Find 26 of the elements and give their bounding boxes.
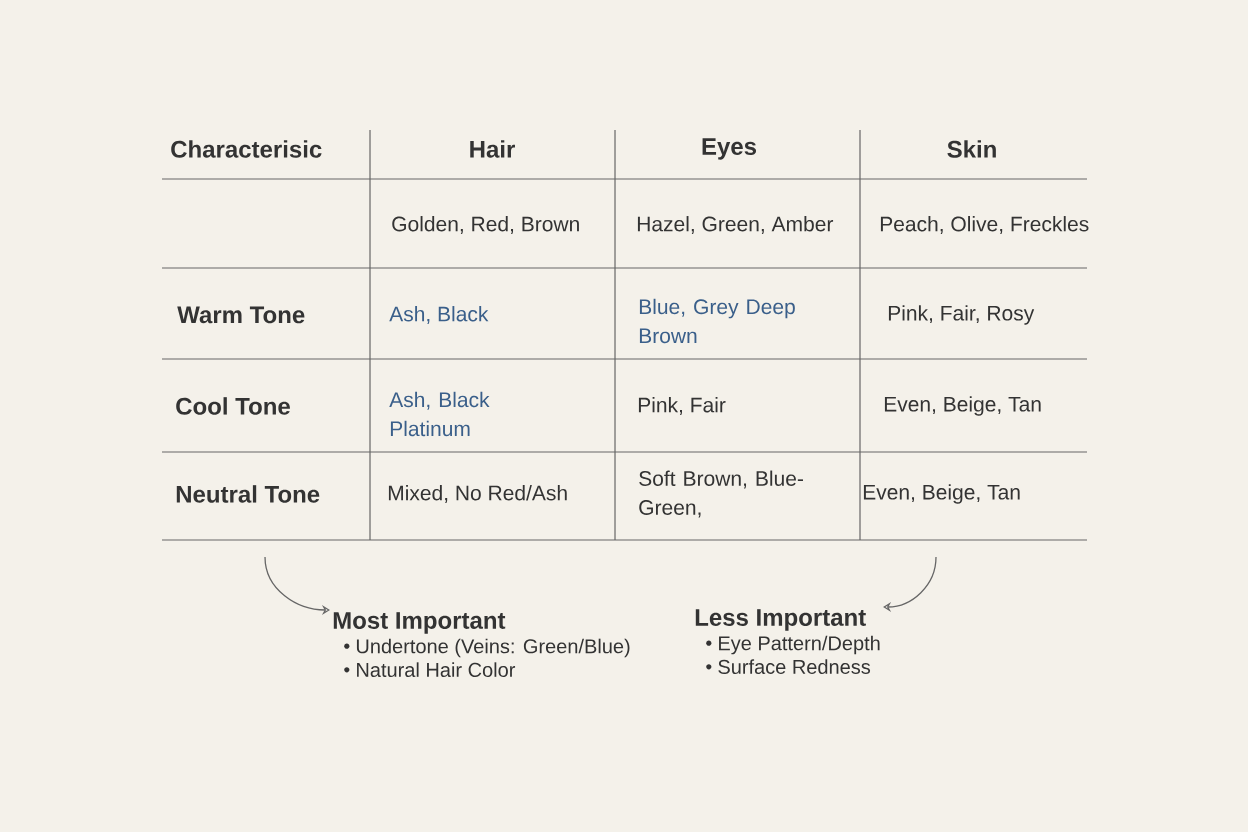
table-entry: Ash, Black xyxy=(389,306,489,324)
table-entry: Pink, Fair xyxy=(638,397,726,415)
bullet-item: Eye Pattern/Depth xyxy=(706,635,880,655)
column-header: Eyes xyxy=(702,138,757,160)
row-header: Cool Tone xyxy=(176,397,290,415)
note-heading: Less Important xyxy=(695,609,866,631)
bullet-item: Natural Hair Color xyxy=(344,662,516,677)
column-header: Skin xyxy=(947,140,996,158)
table-entry: Even, Beige, Tan xyxy=(884,396,1041,416)
column-header: Hair xyxy=(470,140,515,158)
row-header: Neutral Tone xyxy=(176,485,320,503)
table-entry: Blue, Grey Deep Brown xyxy=(639,298,795,344)
table-entry: Ash, Black Platinum xyxy=(389,391,490,437)
note-heading: Most Important xyxy=(333,612,506,634)
table-entry: Peach, Olive, Freckles xyxy=(880,216,1089,234)
table-entry: Mixed, No Red/Ash xyxy=(388,485,567,503)
row-header: Warm Tone xyxy=(177,306,305,324)
table-entry: Even, Beige, Tan xyxy=(863,484,1020,504)
column-header: Characterisic xyxy=(171,140,322,158)
table-entry: Soft Brown, Blue-Green, xyxy=(639,470,803,518)
table-entry: Hazel, Green, Amber xyxy=(637,216,834,234)
table-entry: Pink, Fair, Rosy xyxy=(888,305,1035,325)
table-entry: Golden, Red, Brown xyxy=(392,216,579,234)
arrow xyxy=(883,556,937,613)
bullet-item: Surface Redness xyxy=(706,659,871,674)
bullet-item: Undertone (Veins: Green/Blue) xyxy=(344,638,630,658)
